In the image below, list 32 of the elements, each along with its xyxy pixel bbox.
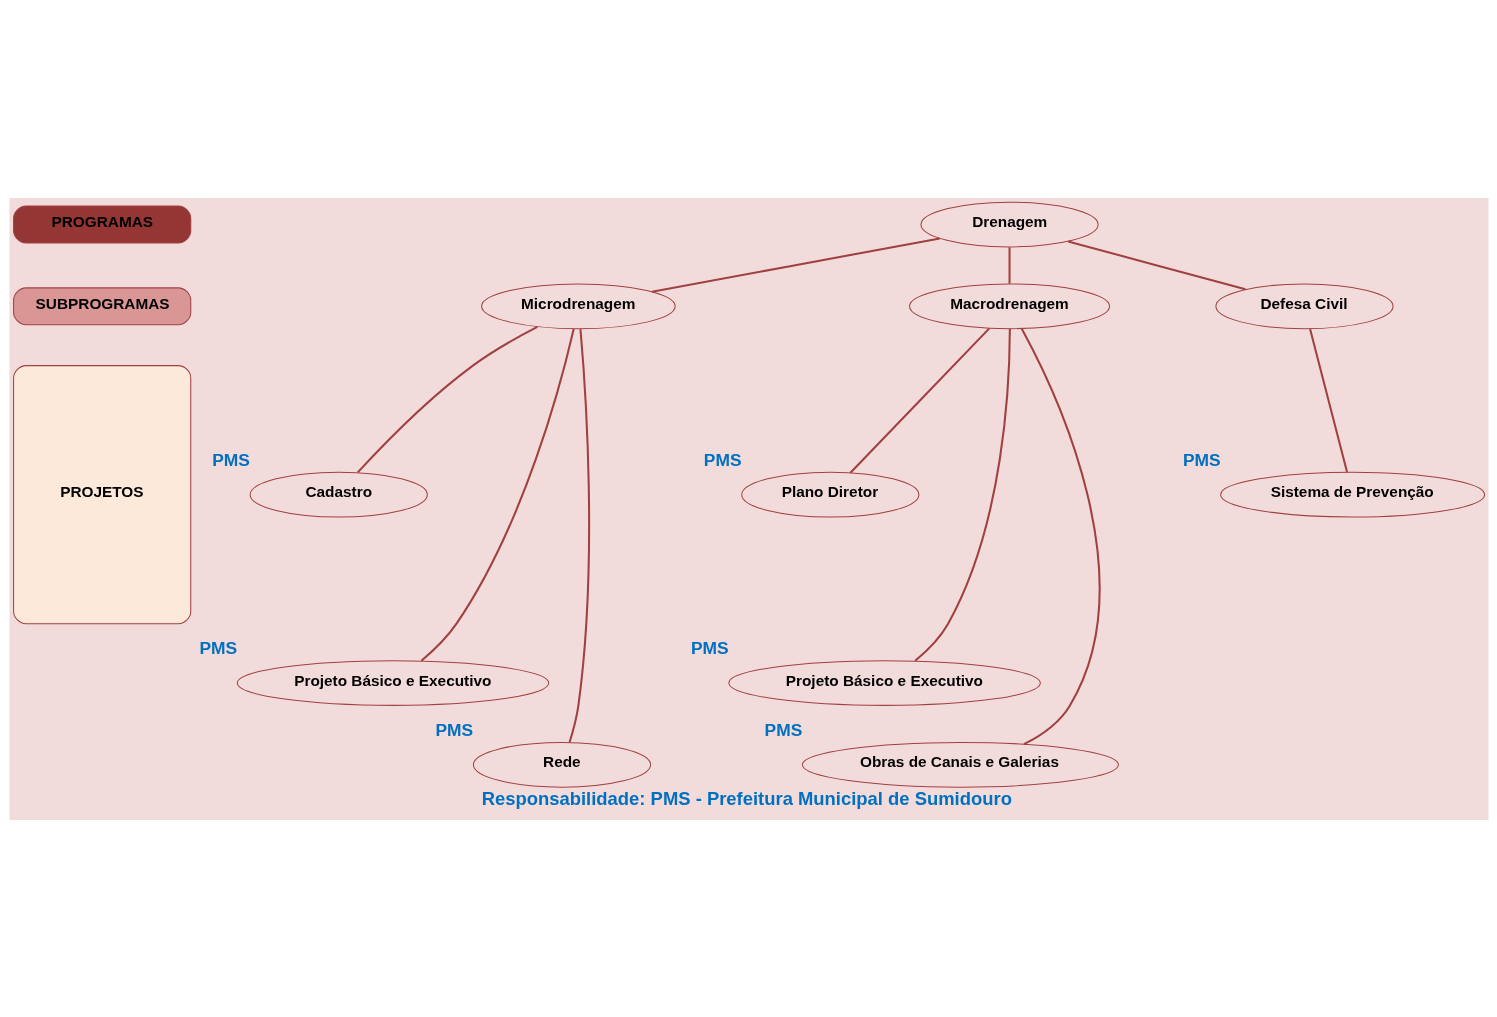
connector	[356, 325, 538, 473]
node-box: PROJETOS	[12, 364, 191, 624]
connector	[1008, 246, 1011, 284]
node-box: PROGRAMAS	[12, 205, 191, 243]
node-ellipse: Obras de Canais e Galerias	[801, 741, 1119, 788]
connector	[1308, 328, 1348, 472]
node-ellipse: Plano Diretor	[740, 471, 919, 518]
node-ellipse: Defesa Civil	[1214, 282, 1394, 329]
node-label: PMS	[1182, 449, 1221, 470]
node-label: PMS	[690, 637, 729, 658]
connector	[1020, 327, 1100, 745]
node-label: PMS	[198, 637, 237, 658]
connector	[849, 327, 990, 473]
node-label: PMS	[764, 719, 802, 740]
connector	[568, 328, 590, 742]
node-label: PMS	[211, 449, 250, 470]
node-ellipse: Projeto Básico e Executivo	[236, 659, 549, 706]
connector	[1067, 239, 1246, 290]
node-ellipse: Sistema de Prevenção	[1219, 471, 1485, 518]
connector	[651, 236, 940, 293]
connector	[914, 328, 1011, 662]
node-ellipse: Cadastro	[249, 471, 428, 518]
node-label: PMS	[435, 719, 473, 740]
node-ellipse: Projeto Básico e Executivo	[727, 659, 1041, 706]
node-label: PMS	[703, 449, 742, 470]
node-ellipse: Microdrenagem	[480, 282, 676, 329]
node-ellipse: Macrodrenagem	[908, 282, 1110, 329]
node-box: SUBPROGRAMAS	[12, 286, 191, 325]
caption: Responsabilidade: PMS - Prefeitura Municipal de Sumidouro	[481, 787, 1012, 809]
connector	[420, 328, 575, 662]
node-ellipse: Drenagem	[919, 201, 1099, 247]
node-ellipse: Rede	[472, 741, 651, 788]
